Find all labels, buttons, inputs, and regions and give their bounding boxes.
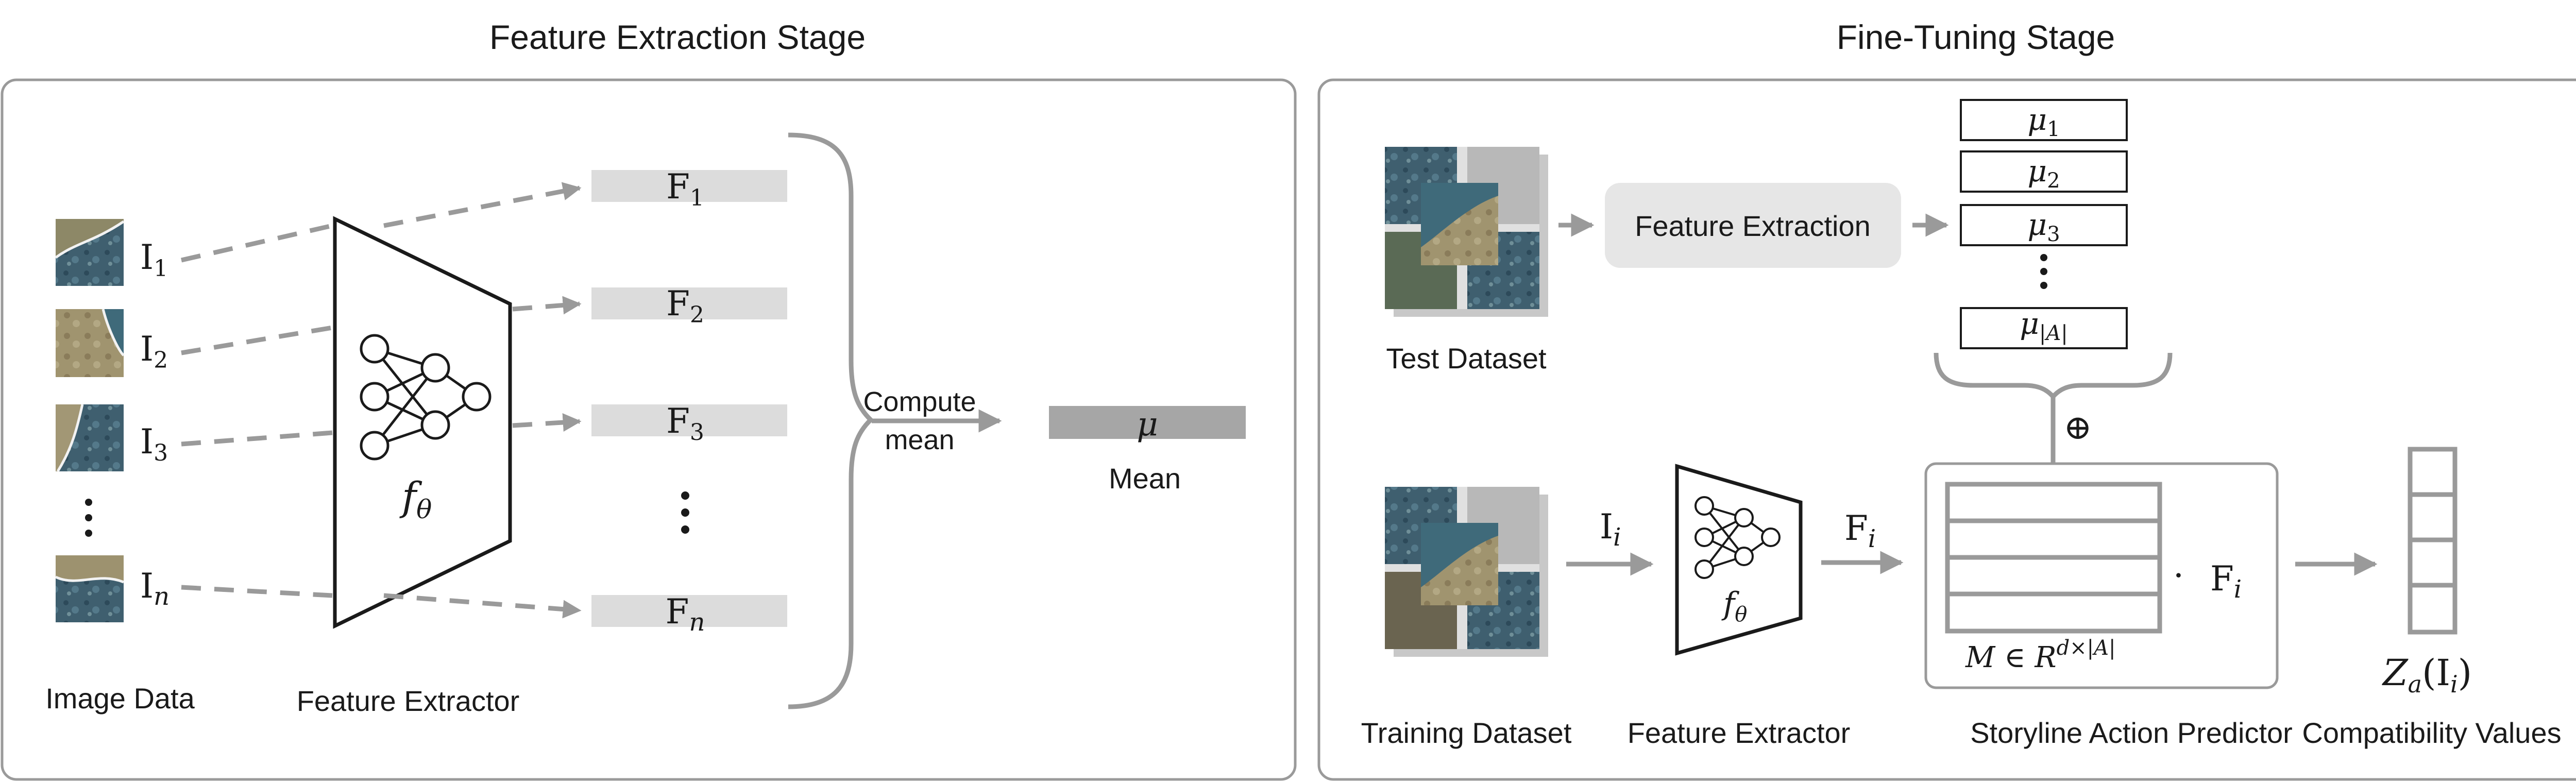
feature-label-1: F1: [666, 167, 704, 211]
neural-net-icon-right: [1694, 496, 1781, 579]
right-brace: [788, 132, 874, 709]
image-label-n: In: [140, 566, 170, 611]
test-dataset-label: Test Dataset: [1386, 342, 1547, 375]
panel-title-fine-tuning: Fine-Tuning Stage: [1837, 18, 2115, 56]
vertical-ellipsis-images: [85, 499, 92, 537]
dashed-output-arrows: [383, 182, 582, 619]
compatibility-values-label: Compatibility Values: [2302, 717, 2561, 749]
action-matrix: [1945, 482, 2162, 634]
mean-label: Mean: [1109, 462, 1181, 495]
compute-label-line2: mean: [885, 424, 954, 455]
compatibility-vector: [2408, 447, 2458, 635]
panel-frame-right: [1317, 78, 2576, 781]
compute-label-line1: Compute: [863, 386, 976, 417]
extractor-symbol-left: fθ: [399, 473, 432, 524]
matrix-formula: M ∈ Rd×|A|: [1965, 636, 2116, 674]
feature-symbol: Fi: [1844, 508, 1876, 553]
image-data-label: Image Data: [45, 682, 195, 715]
image-label-3: I3: [140, 422, 168, 466]
input-symbol: Ii: [1600, 507, 1621, 552]
image-label-1: I1: [140, 237, 168, 282]
bottom-brace: [1934, 352, 2173, 400]
vertical-ellipsis-mu: [2040, 254, 2047, 289]
image-label-2: I2: [140, 329, 168, 373]
image-thumbnail-3: [56, 404, 124, 472]
feature-bar-3: F3: [591, 401, 787, 446]
mu-list: μ1 μ2 μ3 μ|A|: [1960, 99, 2128, 349]
mu-item-1: μ1: [2027, 102, 2060, 141]
fine-tuning-panel: Fine-Tuning Stage Test Dataset Feature E…: [1317, 18, 2576, 781]
feature-extractor-label-right: Feature Extractor: [1628, 717, 1851, 749]
feature-bar-n: Fn: [591, 592, 787, 637]
panel-frame-left: [1, 78, 1297, 781]
feature-label-3: F3: [666, 401, 704, 446]
training-dataset-label: Training Dataset: [1361, 717, 1572, 749]
dashed-input-arrows: [180, 223, 333, 598]
matrix-dot: ·: [2173, 556, 2184, 596]
test-dataset-stack: [1385, 147, 1548, 317]
image-thumbnail-1: [55, 219, 125, 286]
mean-bar: [1049, 406, 1246, 439]
mu-item-3: μ3: [2027, 207, 2060, 246]
oplus-symbol: ⊕: [2063, 407, 2092, 447]
feature-bar-2: F2: [591, 284, 787, 328]
neural-net-icon: [360, 334, 492, 461]
output-formula: Za(Ii): [2382, 652, 2472, 698]
feature-label-2: F2: [666, 284, 704, 328]
feature-extraction-box: [1605, 183, 1901, 268]
mu-item-A: μ|A|: [2020, 306, 2068, 345]
image-thumbnail-2: [56, 309, 125, 377]
dot-feature-symbol: Fi: [2210, 559, 2242, 604]
image-thumbnail-n: [55, 555, 124, 622]
mean-symbol: μ: [1137, 405, 1158, 444]
feature-bar-1: F1: [591, 167, 787, 211]
feature-extraction-panel: Feature Extraction Stage I1 I2: [1, 18, 1297, 781]
vertical-ellipsis-features: [681, 491, 689, 534]
feature-extractor-label-left: Feature Extractor: [297, 685, 520, 717]
mu-item-2: μ2: [2027, 154, 2060, 193]
training-dataset-stack: [1385, 487, 1548, 657]
feature-label-n: Fn: [666, 592, 705, 637]
predictor-label: Storyline Action Predictor: [1970, 717, 2293, 749]
feature-extraction-box-label: Feature Extraction: [1635, 210, 1871, 242]
panel-title-feature-extraction: Feature Extraction Stage: [489, 18, 866, 56]
